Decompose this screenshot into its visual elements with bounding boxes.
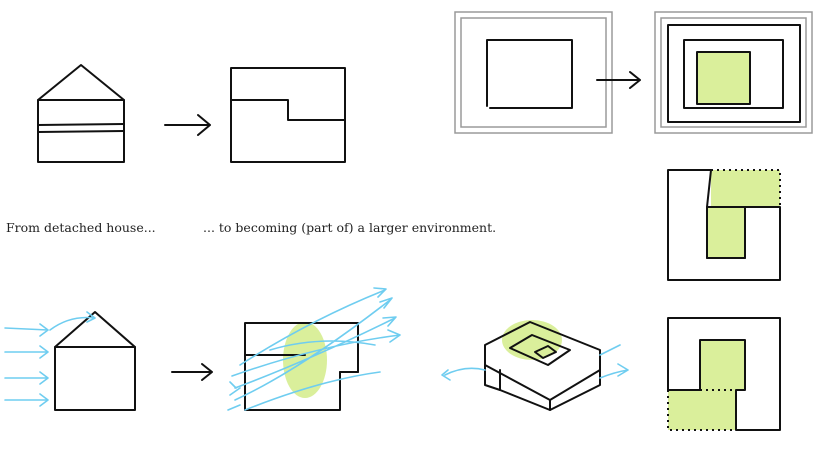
detached-house-sketch: [37, 64, 125, 163]
courtyard-block-plan: [654, 11, 813, 134]
u-block-plan: [667, 169, 781, 281]
arrow-icon: [164, 114, 211, 136]
open-courtyard-plan: [667, 317, 781, 431]
arrow-icon: [171, 363, 213, 381]
caption-larger-environment: ... to becoming (part of) a larger envir…: [203, 220, 497, 235]
open-block-plan: [454, 11, 613, 134]
arrow-icon: [596, 71, 641, 89]
caption-detached-house: From detached house...: [6, 220, 156, 235]
house-with-wind-sketch: [4, 311, 136, 411]
connected-house-sketch: [230, 67, 346, 163]
connected-block-with-wind-sketch: [227, 287, 401, 411]
courtyard-block-3d-sketch: [441, 320, 629, 411]
